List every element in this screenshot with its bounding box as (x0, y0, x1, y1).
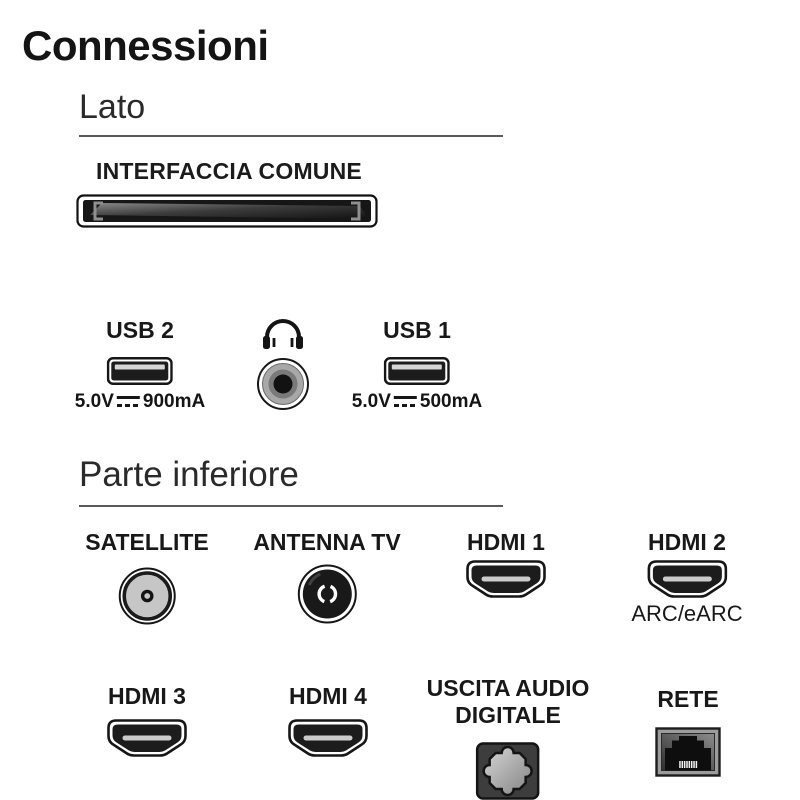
hdmi-port-icon (288, 719, 368, 757)
hdmi3-label: HDMI 3 (108, 683, 186, 709)
hdmi4-connector: HDMI 4 (288, 684, 368, 759)
usb1-amps: 500mA (419, 391, 483, 412)
satellite-coax-icon (118, 567, 176, 625)
usb1-power-rating: 5.0V 500mA (352, 391, 482, 413)
hdmi-port-icon (466, 560, 546, 598)
section-heading-side: Lato (79, 88, 146, 126)
network-label: RETE (657, 686, 719, 712)
audio-jack-icon (257, 358, 309, 410)
usb2-label: USB 2 (106, 317, 174, 343)
network-connector: RETE (655, 687, 721, 777)
hdmi3-connector: HDMI 3 (107, 684, 187, 759)
digital-audio-label-line2: DIGITALE (455, 702, 561, 728)
section-divider (79, 135, 503, 137)
usb2-power-rating: 5.0V 900mA (75, 391, 205, 413)
usb1-connector: USB 1 5.0V 500mA (352, 318, 482, 413)
ethernet-port-icon (655, 727, 721, 777)
headphones-connector (256, 318, 310, 411)
usb2-amps: 900mA (142, 391, 206, 412)
hdmi1-connector: HDMI 1 (466, 530, 546, 600)
section-divider (79, 505, 503, 507)
usb1-label: USB 1 (383, 317, 451, 343)
section-heading-bottom: Parte inferiore (79, 455, 299, 494)
optical-audio-port-icon (476, 742, 540, 800)
common-interface-label: INTERFACCIA COMUNE (96, 158, 362, 184)
hdmi-port-icon (647, 560, 727, 598)
dc-current-icon (393, 396, 417, 407)
page-title: Connessioni (22, 22, 269, 70)
hdmi2-connector: HDMI 2 ARC/eARC (631, 530, 742, 625)
usb2-volts: 5.0V (74, 391, 114, 412)
satellite-label: SATELLITE (85, 529, 209, 555)
antenna-label: ANTENNA TV (253, 529, 401, 555)
dc-current-icon (116, 396, 140, 407)
satellite-connector: SATELLITE (85, 530, 209, 626)
hdmi4-label: HDMI 4 (289, 683, 367, 709)
headphones-icon (263, 319, 303, 349)
common-interface-slot-icon (76, 194, 378, 228)
usb2-connector: USB 2 5.0V 900mA (75, 318, 205, 413)
antenna-coax-icon (297, 564, 357, 624)
usb-port-icon (106, 357, 173, 385)
hdmi-port-icon (107, 719, 187, 757)
hdmi2-arc-label: ARC/eARC (631, 601, 743, 626)
digital-audio-connector: USCITA AUDIO DIGITALE (426, 675, 590, 800)
antenna-connector: ANTENNA TV (253, 529, 401, 625)
digital-audio-label-line1: USCITA AUDIO (426, 675, 590, 701)
usb1-volts: 5.0V (351, 391, 391, 412)
usb-port-icon (383, 357, 450, 385)
hdmi1-label: HDMI 1 (467, 529, 545, 555)
hdmi2-label: HDMI 2 (648, 529, 726, 555)
